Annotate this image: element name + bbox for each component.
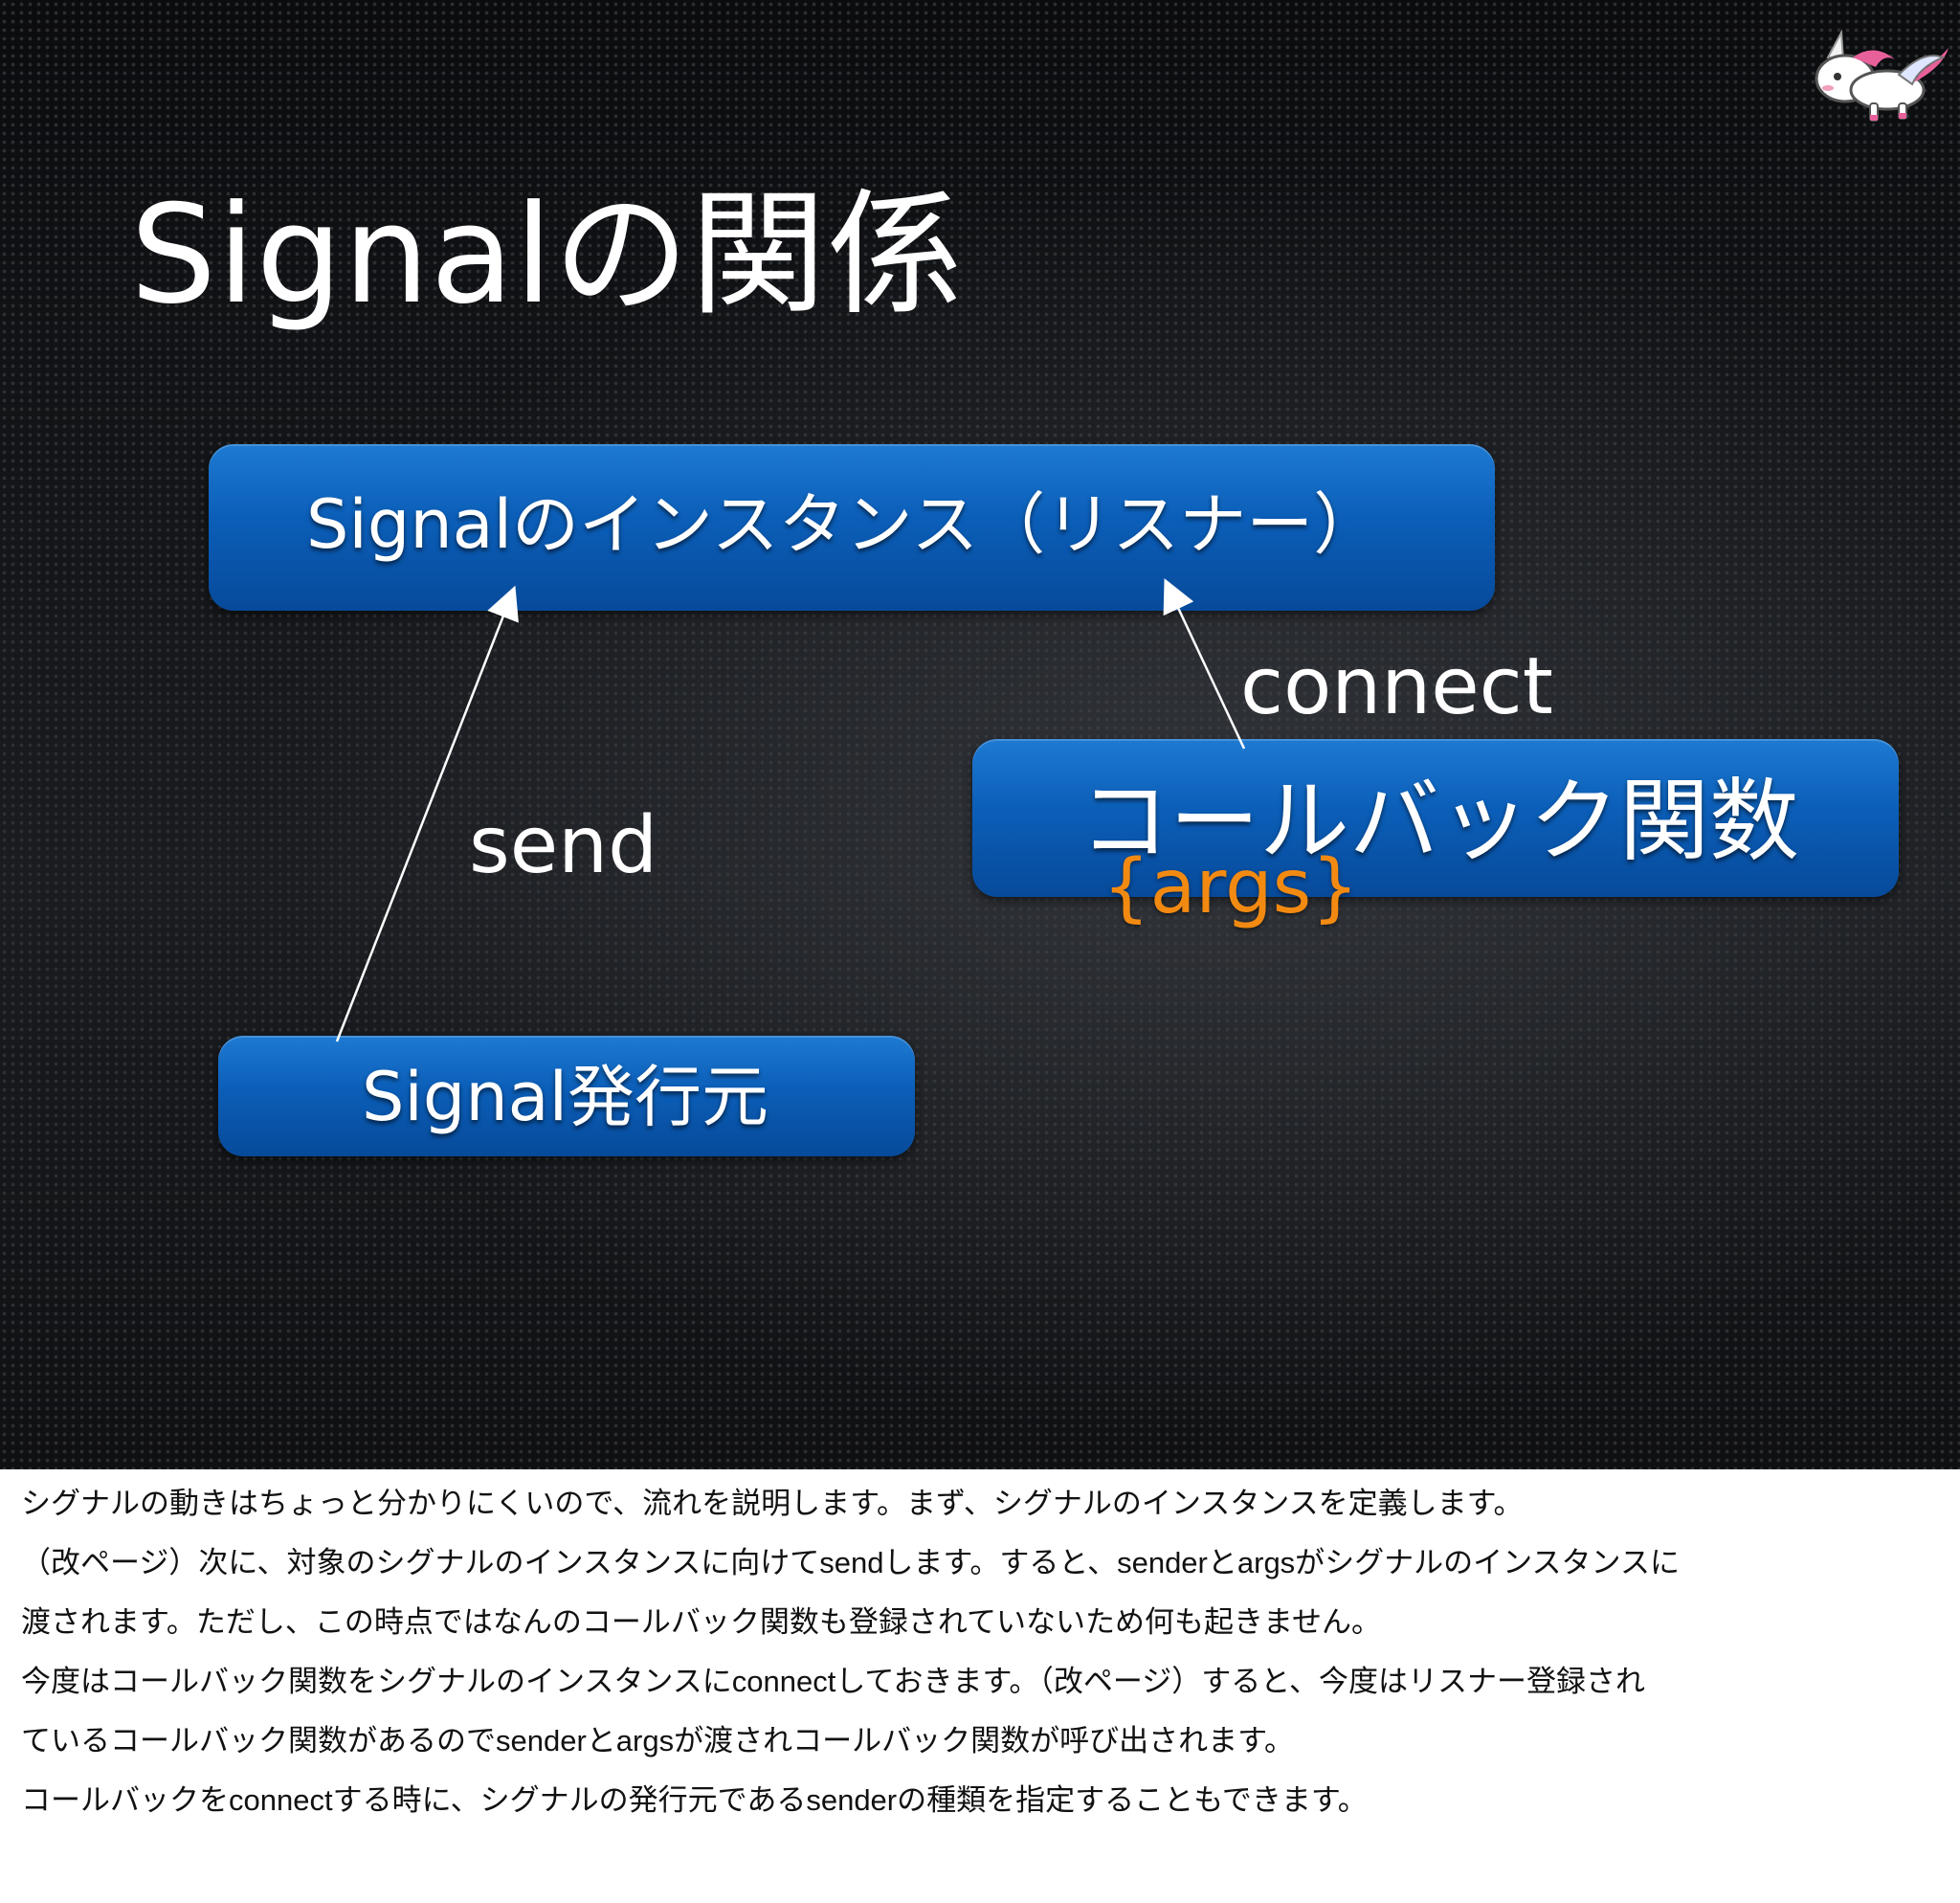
- notes-line: （改ページ）次に、対象のシグナルのインスタンスに向けてsendします。すると、s…: [21, 1546, 1680, 1579]
- notes-line: シグナルの動きはちょっと分かりにくいので、流れを説明します。まず、シグナルのイン…: [21, 1487, 1524, 1520]
- arrows: [335, 578, 1246, 1042]
- sender-box-label: Signal発行元: [362, 1058, 769, 1136]
- send-arrow: [335, 585, 519, 1042]
- speaker-notes: シグナルの動きはちょっと分かりにくいので、流れを説明します。まず、シグナルのイン…: [21, 1474, 1945, 1830]
- sender-box: Signal発行元: [218, 1036, 915, 1156]
- slide: Signalの関係 Signalのインスタンス（リスナー） コールバック関数 S…: [0, 0, 1960, 1469]
- notes-line: コールバックをconnectする時に、シグナルの発行元であるsenderの種類を…: [21, 1783, 1368, 1817]
- connect-label: connect: [1240, 641, 1553, 732]
- notes-line: 今度はコールバック関数をシグナルのインスタンスにconnectしておきます。（改…: [21, 1665, 1646, 1698]
- slide-title: Signalの関係: [130, 176, 965, 334]
- listener-box-label: Signalのインスタンス（リスナー）: [306, 485, 1381, 564]
- notes-line: 渡されます。ただし、この時点ではなんのコールバック関数も登録されていないため何も…: [21, 1605, 1382, 1639]
- args-label: {args}: [1102, 844, 1359, 930]
- connect-arrow: [1163, 578, 1246, 750]
- callback-box: コールバック関数: [972, 739, 1899, 897]
- unicorn-icon: [1799, 29, 1952, 138]
- send-label: send: [469, 800, 658, 891]
- callback-box-label: コールバック関数: [1080, 770, 1800, 874]
- notes-line: ているコールバック関数があるのでsenderとargsが渡されコールバック関数が…: [21, 1724, 1294, 1757]
- listener-box: Signalのインスタンス（リスナー）: [209, 444, 1495, 611]
